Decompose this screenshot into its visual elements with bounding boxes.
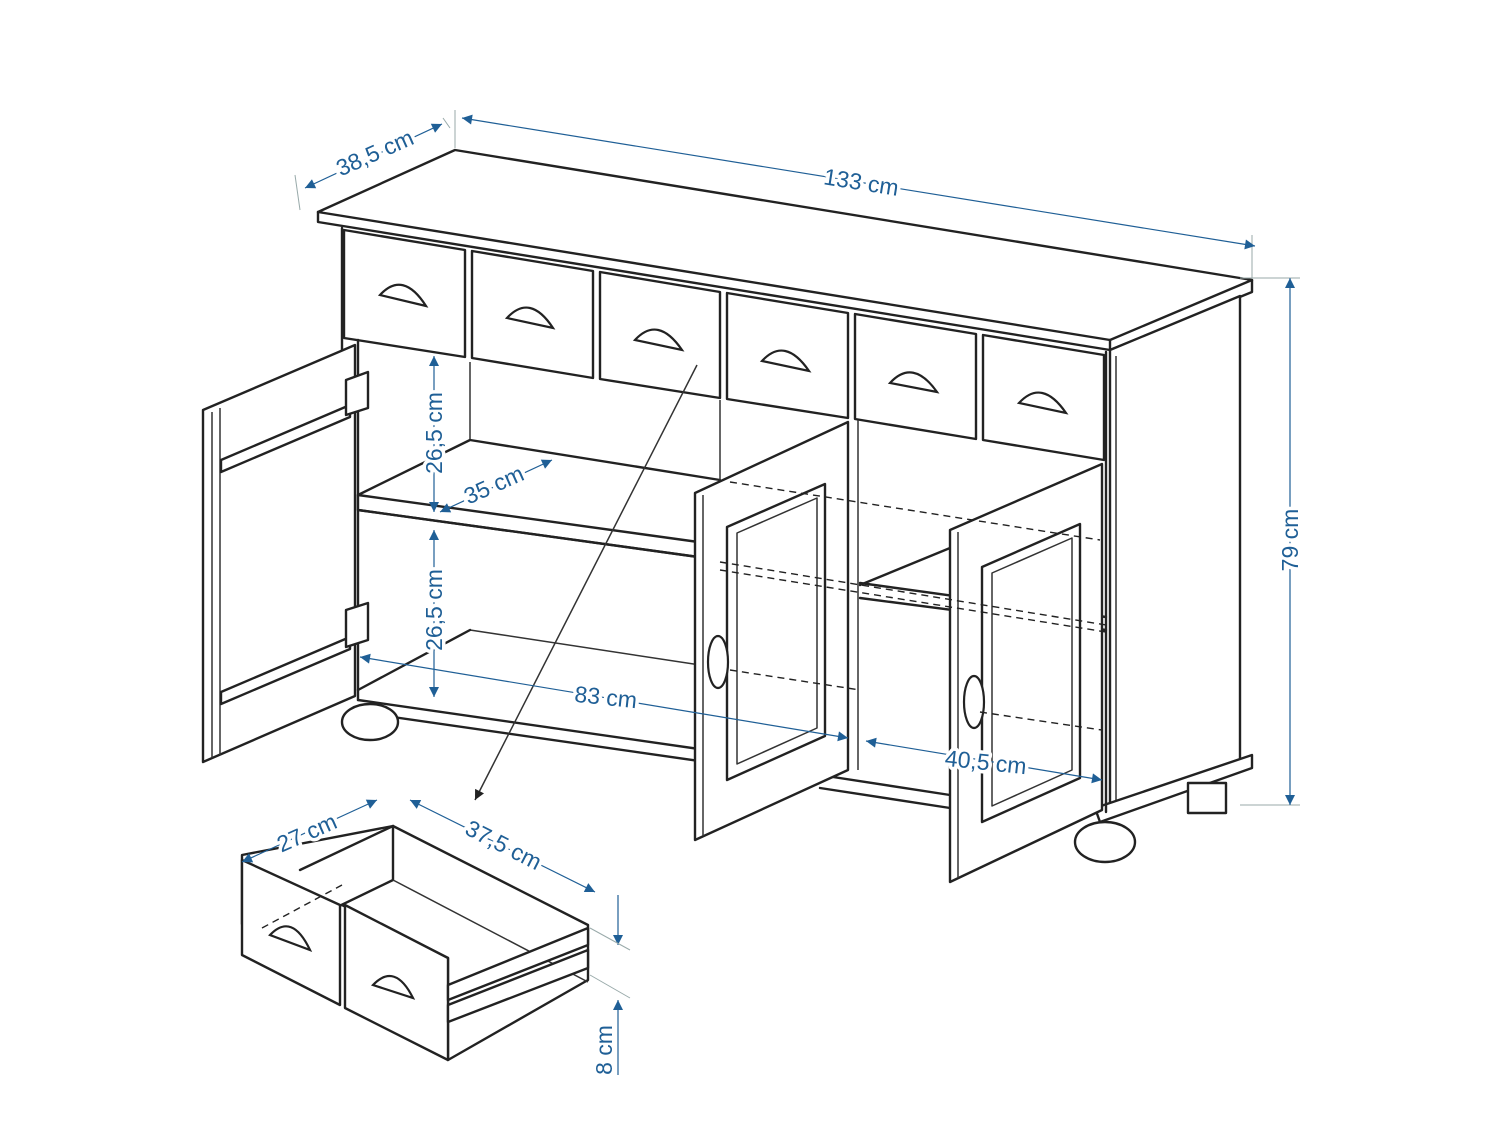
middle-door	[693, 420, 850, 842]
label-height: 79 cm	[1277, 509, 1303, 572]
sideboard-body	[316, 148, 1254, 864]
label-drawer-height: 8 cm	[591, 1025, 617, 1075]
label-width: 133 cm	[822, 163, 901, 200]
label-compartment-upper: 26,5 cm	[421, 392, 447, 474]
label-compartment-lower: 26,5 cm	[421, 569, 447, 651]
left-door	[201, 343, 370, 764]
door-knob-icon	[706, 634, 730, 690]
label-inner-width: 83 cm	[573, 681, 638, 713]
right-door	[948, 462, 1104, 884]
dimension-lines	[241, 110, 1300, 1075]
